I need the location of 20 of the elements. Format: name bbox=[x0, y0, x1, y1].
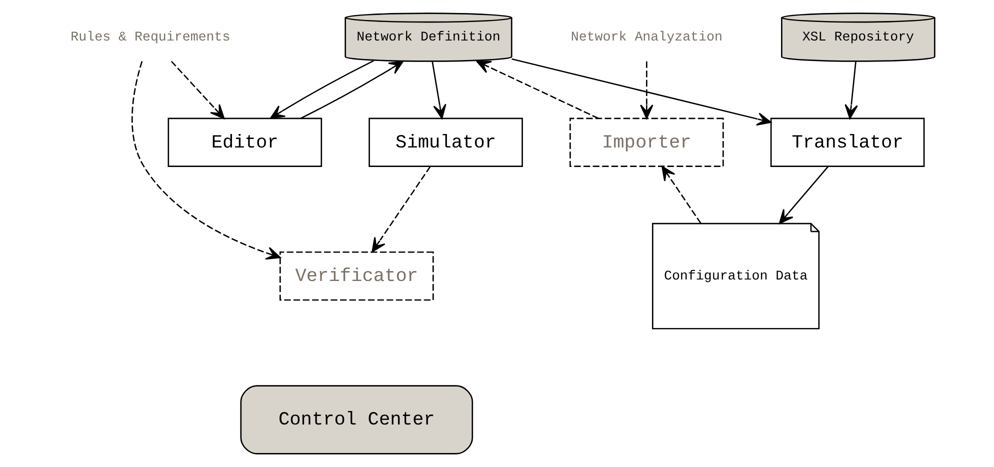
arrow bbox=[270, 60, 374, 119]
arrow bbox=[372, 166, 431, 252]
arrow bbox=[300, 60, 404, 119]
arrow bbox=[432, 61, 446, 120]
arrow bbox=[662, 166, 702, 224]
node-text: Rules & Requirements bbox=[70, 30, 230, 45]
node-box: Verificator bbox=[279, 251, 434, 301]
arrow bbox=[778, 166, 829, 224]
node-box: Importer bbox=[570, 118, 724, 167]
node-box: Simulator bbox=[368, 118, 523, 167]
node-box: Control Center bbox=[240, 385, 474, 454]
arrow bbox=[844, 61, 858, 120]
arrow bbox=[512, 58, 772, 126]
arrow bbox=[131, 61, 281, 260]
node-box: Translator bbox=[770, 118, 925, 167]
node-text: Network Analyzation bbox=[570, 30, 722, 45]
arrow bbox=[640, 61, 654, 120]
arrow bbox=[476, 60, 599, 119]
node-box: Editor bbox=[168, 118, 322, 167]
arrow bbox=[170, 60, 225, 120]
